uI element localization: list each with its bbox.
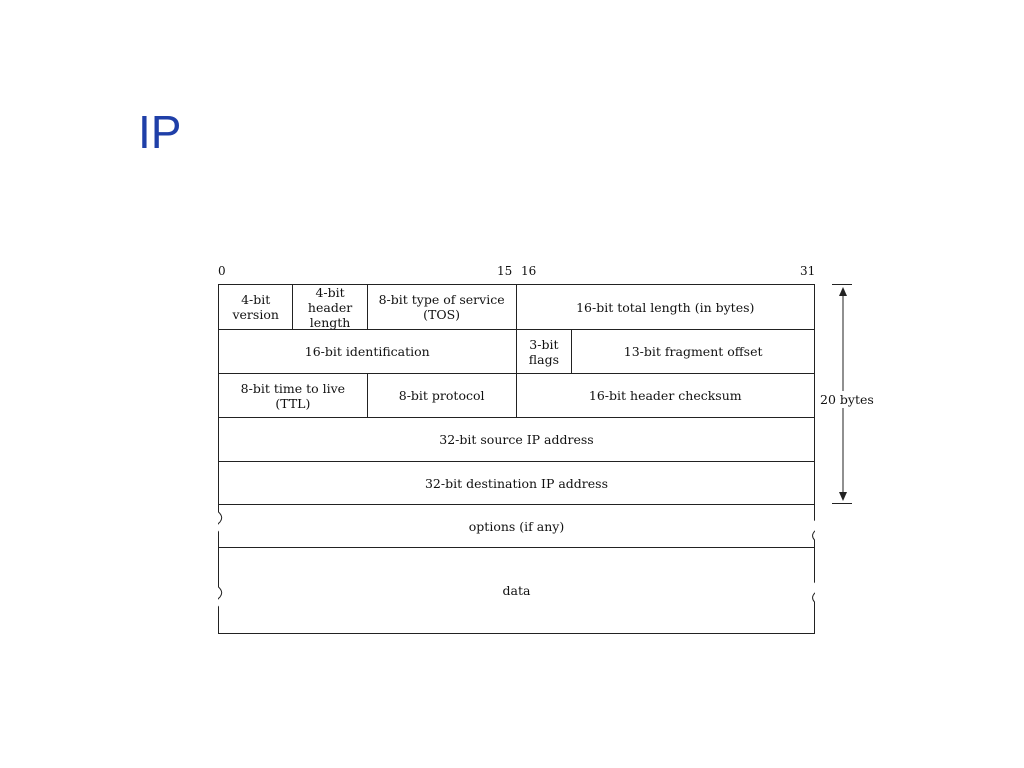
- data-field: data: [502, 583, 531, 598]
- fragment-offset-field: 13-bit fragment offset: [623, 344, 763, 359]
- protocol-field: 8-bit protocol: [368, 374, 517, 417]
- total-length-field: 16-bit total length (in bytes): [576, 299, 755, 315]
- bit-label-15: 15: [497, 264, 513, 278]
- down-arrowhead-icon: [839, 492, 847, 501]
- source-ip-field: 32-bit source IP address: [439, 432, 594, 447]
- header-row-5: 32-bit destination IP address: [218, 461, 815, 504]
- slide-title: IP: [138, 106, 182, 158]
- up-arrowhead-icon: [839, 287, 847, 296]
- time-to-live-field: 8-bit time to live(TTL): [219, 374, 368, 417]
- header-checksum-field: 16-bit header checksum: [588, 388, 742, 403]
- bit-label-16: 16: [521, 264, 537, 278]
- bit-label-31: 31: [800, 264, 816, 278]
- bit-label-0: 0: [218, 264, 226, 278]
- header-row-4: 32-bit source IP address: [218, 417, 815, 461]
- options-field: options (if any): [468, 518, 565, 534]
- options-row: options (if any): [218, 504, 815, 547]
- type-of-service-field: 8-bit type of service(TOS): [368, 285, 517, 329]
- header-size-label: 20 bytes: [820, 391, 874, 408]
- destination-ip-field: 32-bit destination IP address: [424, 475, 608, 491]
- data-row: data: [218, 547, 815, 634]
- header-row-3: 8-bit time to live(TTL) 8-bit protocol 1…: [218, 373, 815, 417]
- identification-field: 16-bit identification: [219, 330, 517, 373]
